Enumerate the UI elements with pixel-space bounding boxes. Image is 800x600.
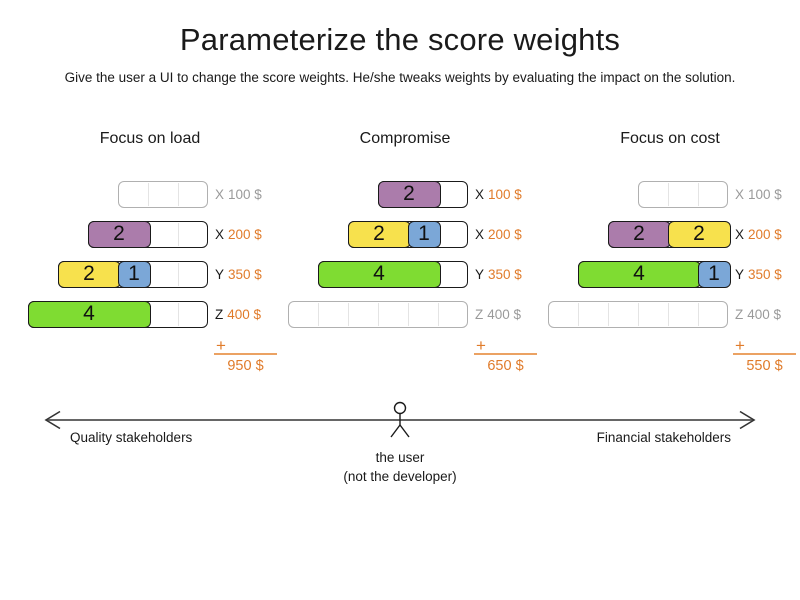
segment-value: 2 bbox=[373, 222, 385, 245]
machine-name: X bbox=[215, 227, 225, 242]
column-title-focus-on-load: Focus on load bbox=[99, 130, 201, 147]
weight-segment: 1 bbox=[697, 260, 731, 288]
segment-value: 2 bbox=[403, 182, 415, 205]
machine-price: 350 $ bbox=[748, 267, 782, 282]
segment-value: 2 bbox=[113, 222, 125, 245]
machine-price: 200 $ bbox=[748, 227, 782, 242]
user-actor-icon bbox=[390, 401, 410, 438]
total-amount: 950 $ bbox=[214, 353, 277, 374]
axis-label-financial: Financial stakeholders bbox=[596, 430, 731, 445]
machine-price: 350 $ bbox=[488, 267, 522, 282]
machine-name: X bbox=[735, 227, 745, 242]
weight-segment: 2 bbox=[87, 220, 151, 248]
machine-price: 200 $ bbox=[228, 227, 262, 242]
total-amount: 650 $ bbox=[474, 353, 537, 374]
total-amount: 550 $ bbox=[733, 353, 796, 374]
machine-price: 100 $ bbox=[228, 187, 262, 202]
column-title-compromise: Compromise bbox=[359, 130, 451, 147]
machine-price: 100 $ bbox=[488, 187, 522, 202]
machine-price: 400 $ bbox=[487, 307, 522, 322]
segment-value: 2 bbox=[693, 222, 705, 245]
weight-segment: 1 bbox=[407, 220, 441, 248]
plus-icon: + bbox=[735, 336, 745, 355]
segment-value: 1 bbox=[128, 262, 140, 285]
machine-price: 200 $ bbox=[488, 227, 522, 242]
weight-track bbox=[118, 181, 208, 208]
machine-price: 400 $ bbox=[747, 307, 782, 322]
weight-track bbox=[638, 181, 728, 208]
machine-price: 400 $ bbox=[227, 307, 262, 322]
machine-name: Y bbox=[475, 267, 485, 282]
plus-icon: + bbox=[216, 336, 226, 355]
page-subtitle: Give the user a UI to change the score w… bbox=[64, 70, 736, 85]
weight-segment: 2 bbox=[57, 260, 121, 288]
machine-name: X bbox=[215, 187, 225, 202]
axis-label-not-developer: (not the developer) bbox=[343, 469, 457, 484]
segment-value: 1 bbox=[418, 222, 430, 245]
weight-track: 2 bbox=[377, 180, 468, 208]
weight-segment: 4 bbox=[577, 260, 701, 288]
weight-track: 4 bbox=[317, 260, 468, 288]
axis-label-user: the user bbox=[375, 450, 425, 465]
segment-value: 4 bbox=[83, 302, 95, 325]
weight-track: 2 bbox=[87, 220, 208, 248]
weight-track: 4 1 bbox=[577, 260, 731, 288]
machine-name: Z bbox=[475, 307, 484, 322]
weight-track bbox=[288, 301, 468, 328]
weight-segment: 4 bbox=[27, 300, 151, 328]
weight-track: 2 1 bbox=[347, 220, 468, 248]
weight-segment: 2 bbox=[667, 220, 731, 248]
total-cost: + 550 $ bbox=[733, 336, 796, 374]
machine-name: X bbox=[735, 187, 745, 202]
machine-name: Y bbox=[215, 267, 225, 282]
segment-value: 1 bbox=[708, 262, 720, 285]
plus-icon: + bbox=[476, 336, 486, 355]
weight-segment: 2 bbox=[347, 220, 411, 248]
machine-price: 350 $ bbox=[228, 267, 262, 282]
machine-name: Z bbox=[215, 307, 224, 322]
machine-name: Z bbox=[735, 307, 744, 322]
axis-label-quality: Quality stakeholders bbox=[70, 430, 193, 445]
column-title-focus-on-cost: Focus on cost bbox=[620, 130, 720, 147]
weight-segment: 4 bbox=[317, 260, 441, 288]
weight-track bbox=[548, 301, 728, 328]
segment-value: 4 bbox=[633, 262, 645, 285]
machine-price: 100 $ bbox=[748, 187, 782, 202]
total-cost: + 650 $ bbox=[474, 336, 537, 374]
total-cost: + 950 $ bbox=[214, 336, 277, 374]
machine-name: X bbox=[475, 227, 485, 242]
machine-name: Y bbox=[735, 267, 745, 282]
stakeholder-axis-arrow bbox=[44, 401, 756, 438]
page-title: Parameterize the score weights bbox=[179, 22, 621, 57]
machine-name: X bbox=[475, 187, 485, 202]
weight-segment: 1 bbox=[117, 260, 151, 288]
segment-value: 4 bbox=[373, 262, 385, 285]
segment-value: 2 bbox=[83, 262, 95, 285]
weight-segment: 2 bbox=[607, 220, 671, 248]
weight-segment: 2 bbox=[377, 180, 441, 208]
segment-value: 2 bbox=[633, 222, 645, 245]
weight-track: 2 2 bbox=[607, 220, 731, 248]
weight-track: 2 1 bbox=[57, 260, 208, 288]
weight-track: 4 bbox=[27, 300, 208, 328]
